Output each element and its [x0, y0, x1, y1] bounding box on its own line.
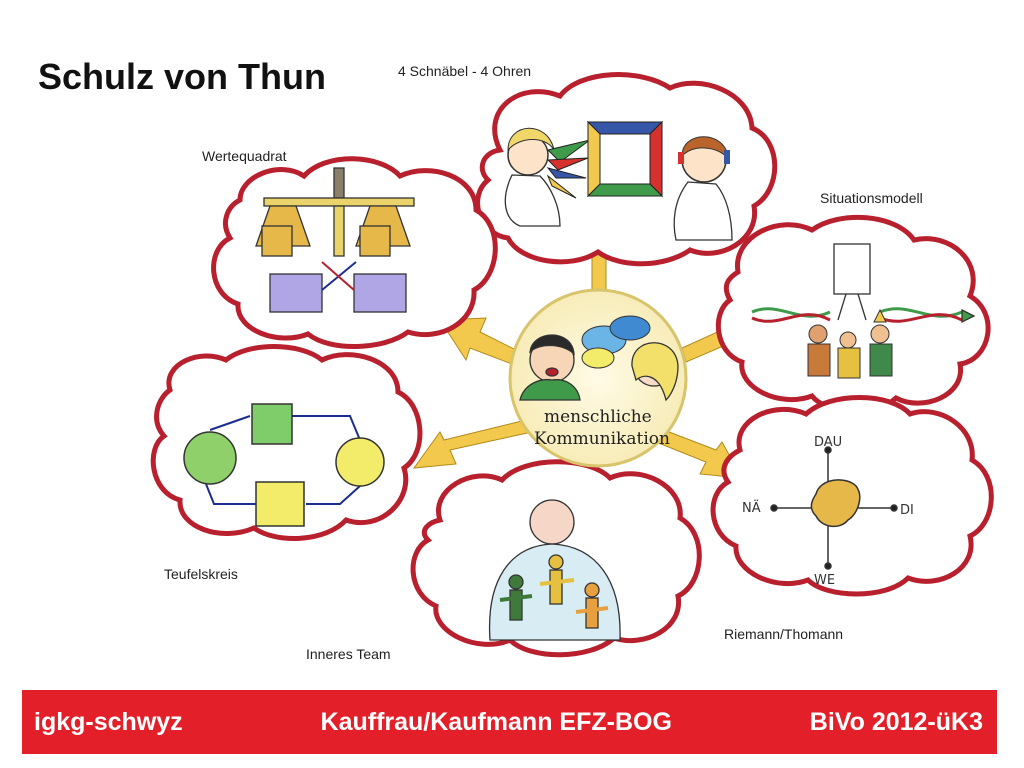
inner-team-figure [488, 499, 621, 641]
footer-right: BiVo 2012-üK3 [809, 707, 983, 736]
label-teufelskreis: Teufelskreis [164, 566, 238, 582]
label-wertequadrat: Wertequadrat [202, 148, 287, 164]
riemann-axis-top: DAU [814, 435, 842, 450]
label-situationsmodell: Situationsmodell [820, 190, 923, 206]
angry-person-figure [519, 334, 581, 401]
arrow-to-teufelskreis [412, 419, 533, 469]
speech-bubbles [581, 315, 651, 369]
center-circle: menschliche Kommunikation [508, 288, 688, 468]
cloud-situationsmodell [715, 214, 991, 414]
blonde-person-figure [631, 342, 679, 402]
label-inneres-team: Inneres Team [306, 646, 391, 662]
arrow-to-riemann [655, 429, 743, 479]
page-title: Schulz von Thun [38, 56, 326, 97]
cloud-riemann: DAU NÄ DI WE [710, 395, 994, 597]
vicious-circle-figure [183, 403, 385, 527]
schulz-von-thun-diagram: DAU NÄ DI WE menschliche Kommunikation [150, 72, 994, 658]
label-schnaebel: 4 Schnäbel - 4 Ohren [398, 63, 532, 79]
label-riemann: Riemann/Thomann [724, 626, 844, 642]
riemann-axis-left: NÄ [742, 500, 761, 516]
footer-bar: igkg-schwyz Kauffrau/Kaufmann EFZ-BOG Bi… [22, 690, 997, 754]
footer-middle: Kauffrau/Kaufmann EFZ-BOG [320, 707, 672, 736]
center-label-line2: Kommunikation [534, 429, 670, 449]
flipchart-figure [751, 243, 976, 324]
center-label-line1: menschliche [544, 407, 652, 427]
scale-figure [255, 167, 415, 313]
four-sides-square [586, 120, 664, 198]
speaker-figure [504, 127, 561, 227]
cloud-teufelskreis [150, 344, 423, 541]
riemann-axis-right: DI [900, 503, 914, 518]
riemann-cross-figure [770, 446, 898, 570]
cloud-inneres-team [410, 459, 702, 658]
listener-figure [673, 136, 733, 241]
audience-figures [807, 308, 893, 379]
cloud-schnaebel [475, 72, 778, 267]
riemann-axis-bottom: WE [814, 573, 835, 588]
footer-left: igkg-schwyz [34, 707, 183, 736]
arrow-to-wertequadrat [439, 317, 517, 365]
cloud-wertequadrat [211, 156, 498, 350]
